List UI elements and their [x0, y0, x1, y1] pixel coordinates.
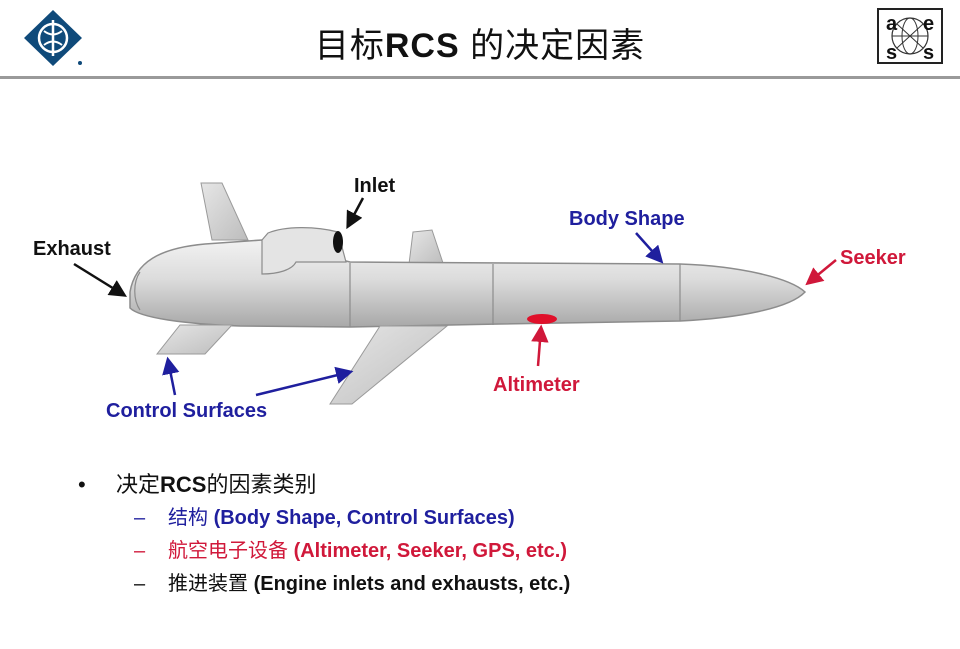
aess-letter-s1: s: [886, 42, 897, 64]
label-control-surfaces: Control Surfaces: [106, 400, 267, 422]
ieee-logo: [20, 7, 86, 69]
bullet-dash: –: [134, 540, 146, 562]
bullet-dot: •: [78, 472, 86, 497]
missile-body: [129, 239, 807, 328]
page-title: 目标RCS 的决定因素: [314, 27, 646, 65]
exhaust-nozzle: [134, 271, 141, 311]
label-inlet: Inlet: [354, 175, 395, 197]
body-shape-arrow: [635, 232, 664, 264]
altimeter-arrow: [531, 324, 549, 367]
control-surface-arrow-rear: [162, 356, 180, 396]
altimeter-marker: [527, 314, 557, 324]
aess-letter-a: a: [886, 13, 898, 35]
main-wing: [329, 325, 449, 405]
inlet-arrow: [346, 197, 365, 230]
dorsal-fin: [408, 229, 444, 265]
label-exhaust: Exhaust: [33, 238, 111, 260]
label-altimeter: Altimeter: [493, 374, 580, 396]
exhaust-arrow: [73, 262, 127, 297]
label-seeker: Seeker: [840, 247, 906, 269]
bullet-list: • 决定RCS的因素类别 – 结构 (Body Shape, Control S…: [78, 468, 570, 601]
inlet-opening: [333, 231, 343, 253]
seeker-arrow: [805, 259, 837, 286]
bullet-sub-propulsion: – 推进装置 (Engine inlets and exhausts, etc.…: [78, 568, 570, 601]
aess-letter-e: e: [923, 13, 934, 35]
aess-letter-s2: s: [923, 42, 934, 64]
bullet-dash: –: [134, 507, 146, 529]
bullet-dash: –: [134, 573, 146, 595]
label-body-shape: Body Shape: [569, 208, 685, 230]
control-surface-arrow-wing: [255, 366, 354, 397]
bullet-main: • 决定RCS的因素类别: [78, 468, 570, 502]
aess-logo: a e s s: [877, 8, 943, 64]
rear-control-fin: [155, 324, 234, 355]
bullet-sub-structure: – 结构 (Body Shape, Control Surfaces): [78, 502, 570, 535]
bullet-sub-avionics: – 航空电子设备 (Altimeter, Seeker, GPS, etc.): [78, 535, 570, 568]
tail-fin: [200, 182, 249, 241]
header-divider: [0, 76, 960, 79]
